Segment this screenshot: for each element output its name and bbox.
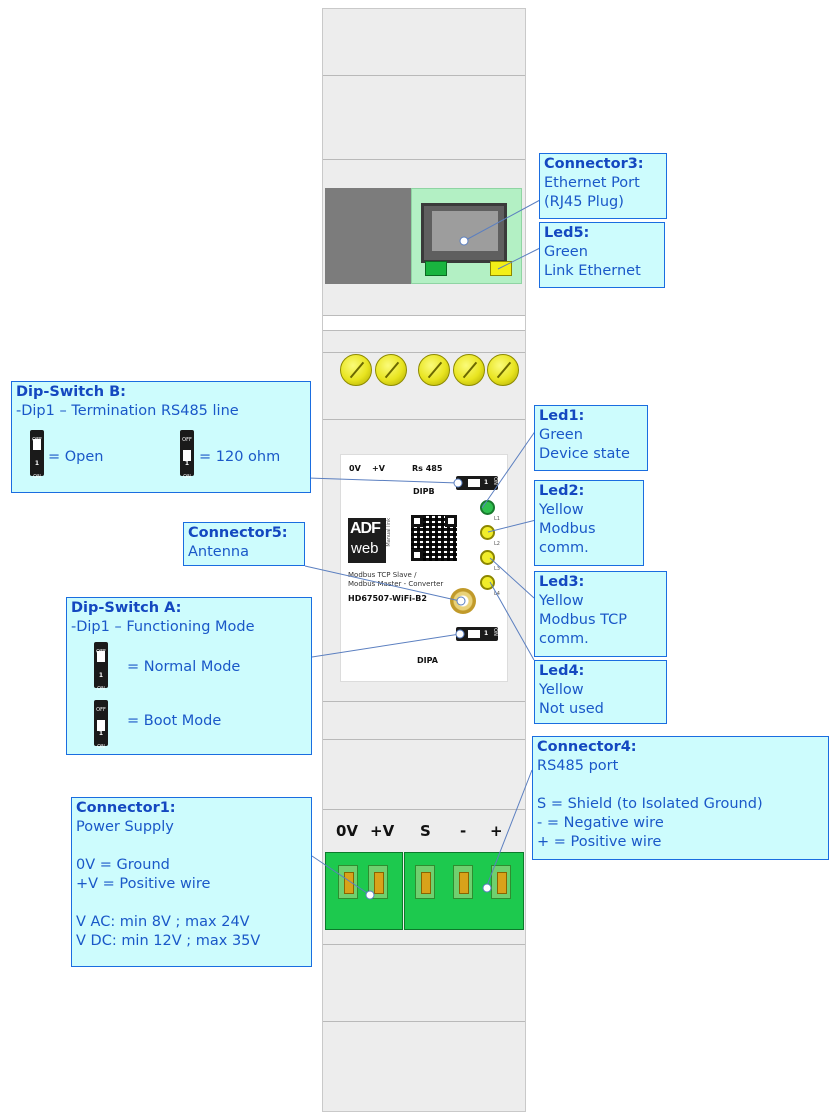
led-label-l1: L1 xyxy=(494,516,500,522)
callout-dipswitch-b: Dip-Switch B: -Dip1 – Termination RS485 … xyxy=(11,381,311,493)
led3-yellow xyxy=(480,550,495,565)
dip-120ohm-label: = 120 ohm xyxy=(199,449,281,465)
callout-connector3: Connector3: Ethernet Port (RJ45 Plug) xyxy=(539,153,667,219)
qr-code xyxy=(411,515,457,561)
callout-connector1: Connector1: Power Supply 0V = Ground +V … xyxy=(71,797,312,967)
led2-yellow xyxy=(480,525,495,540)
callout-connector1-title: Connector1: xyxy=(76,800,176,816)
dipb-switch[interactable]: 1 ON xyxy=(456,476,498,490)
dip-normal-mode-label: = Normal Mode xyxy=(127,659,241,675)
callout-led2: Led2: Yellow Modbus comm. xyxy=(534,480,644,566)
term-label-plus: + xyxy=(490,822,503,840)
label-0v: 0V xyxy=(349,464,361,473)
ethernet-dark-panel xyxy=(325,188,411,284)
ethernet-port[interactable] xyxy=(411,188,522,284)
dip-open-label: = Open xyxy=(48,449,104,465)
callout-led1-title: Led1: xyxy=(539,408,585,424)
dip-normal-mode-icon: OFF 1 ON xyxy=(94,642,108,692)
adfweb-logo: ADF web xyxy=(348,518,386,563)
front-label xyxy=(340,454,508,682)
callout-connector5: Connector5: Antenna xyxy=(183,522,305,566)
led-label-l2: L2 xyxy=(494,541,500,547)
product-line-2: Modbus Master - Converter xyxy=(348,580,444,588)
callout-dipswitch-a: Dip-Switch A: -Dip1 – Functioning Mode O… xyxy=(66,597,312,755)
screw-knob-1 xyxy=(340,354,372,386)
callout-connector4: Connector4: RS485 port S = Shield (to Is… xyxy=(532,736,829,860)
screw-knob-4 xyxy=(453,354,485,386)
callout-dipswitch-b-title: Dip-Switch B: xyxy=(16,384,126,400)
dipa-switch[interactable]: 1 ON xyxy=(456,627,498,641)
callout-led3-title: Led3: xyxy=(539,574,585,590)
rs485-terminal-block[interactable] xyxy=(404,852,524,930)
callout-led5: Led5: Green Link Ethernet xyxy=(539,222,665,288)
led4-yellow xyxy=(480,575,495,590)
term-label-plus-v: +V xyxy=(370,822,395,840)
label-dipa: DIPA xyxy=(417,656,438,665)
callout-connector4-title: Connector4: xyxy=(537,739,637,755)
model-name: HD67507-WiFi-B2 xyxy=(348,594,427,603)
label-dipb: DIPB xyxy=(413,487,435,496)
screw-knob-5 xyxy=(487,354,519,386)
term-label-0v: 0V xyxy=(336,822,359,840)
callout-connector3-title: Connector3: xyxy=(544,156,644,172)
callout-connector5-title: Connector5: xyxy=(188,525,288,541)
led-label-l3: L3 xyxy=(494,566,500,572)
led1-green xyxy=(480,500,495,515)
callout-led4-title: Led4: xyxy=(539,663,585,679)
screw-knob-3 xyxy=(418,354,450,386)
label-rs485: Rs 485 xyxy=(412,464,443,473)
callout-led3: Led3: Yellow Modbus TCP comm. xyxy=(534,571,667,657)
dip-boot-mode-icon: OFF 1 ON xyxy=(94,700,108,750)
callout-led4: Led4: Yellow Not used xyxy=(534,660,667,724)
dip-boot-mode-label: = Boot Mode xyxy=(127,713,222,729)
ethernet-green-led xyxy=(425,261,447,276)
power-terminal-block[interactable] xyxy=(325,852,403,930)
product-line-1: Modbus TCP Slave / xyxy=(348,571,417,579)
callout-led1: Led1: Green Device state xyxy=(534,405,648,471)
dip-open-icon: OFF 1 ON xyxy=(30,430,44,480)
callout-led2-title: Led2: xyxy=(539,483,585,499)
term-label-s: S xyxy=(420,822,431,840)
callout-dipswitch-a-title: Dip-Switch A: xyxy=(71,600,182,616)
callout-led5-title: Led5: xyxy=(544,225,590,241)
term-label-minus: - xyxy=(460,822,467,840)
dip-120ohm-icon: OFF 1 ON xyxy=(180,430,194,480)
label-plus-v: +V xyxy=(372,464,385,473)
screw-knob-2 xyxy=(375,354,407,386)
